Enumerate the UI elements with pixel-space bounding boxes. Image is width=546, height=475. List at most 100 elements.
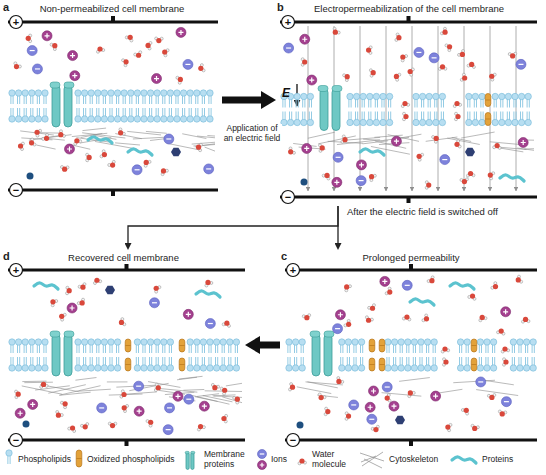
charge-mark	[186, 312, 191, 317]
lipid-tail	[31, 345, 33, 354]
lipid-head	[147, 116, 153, 122]
anion	[184, 394, 194, 404]
panel-illustration	[285, 264, 537, 447]
anion	[402, 280, 412, 290]
lipid-head	[294, 93, 300, 99]
lipid-tail	[479, 357, 481, 366]
oxygen	[344, 284, 349, 289]
lipid-tail	[479, 345, 481, 354]
lipid-tail	[394, 357, 396, 366]
lipid-head	[154, 116, 160, 122]
legend-label: Proteins	[482, 455, 513, 465]
cytoskeleton-fiber	[453, 380, 495, 382]
lipid-tail	[433, 357, 435, 366]
charge-mark	[185, 64, 190, 65]
lipid-tail	[77, 345, 79, 354]
lipid-head	[161, 90, 167, 96]
lipid-tail	[514, 112, 516, 121]
membrane-protein-cap	[324, 331, 334, 337]
cation	[173, 391, 183, 401]
electrode-tab	[407, 16, 411, 22]
oxygen	[235, 397, 240, 402]
lipid-tail	[415, 99, 417, 108]
oxidized-lipid	[125, 339, 131, 352]
anion	[333, 152, 343, 162]
oxygen	[404, 314, 409, 319]
oxygen	[442, 30, 447, 35]
lipid-head	[42, 116, 48, 122]
lipid-tail	[123, 96, 125, 105]
legend-label: Ions	[271, 455, 287, 465]
lipid-head	[439, 93, 445, 99]
lipid-head	[499, 119, 505, 125]
oxygen	[288, 149, 293, 154]
charge-mark	[137, 409, 142, 414]
lipid-tail	[103, 345, 105, 354]
lipid-tail	[283, 99, 285, 108]
charge-mark	[135, 169, 140, 170]
lipid-head	[42, 90, 48, 96]
lipid-head	[95, 90, 101, 96]
lipid-head	[484, 339, 490, 345]
anion	[165, 403, 175, 413]
lipid-head	[108, 116, 114, 122]
lipid-head	[22, 365, 28, 371]
lipid-head	[220, 365, 226, 371]
lipid-tail	[150, 108, 152, 117]
oxygen	[366, 47, 371, 52]
oxygen	[464, 408, 469, 413]
lipid-tail	[532, 357, 534, 366]
lipid-head	[233, 365, 239, 371]
lipid-tail	[202, 345, 204, 354]
cytoskeleton-fiber	[485, 380, 514, 384]
lipid-tail	[420, 357, 422, 366]
lipid-head	[398, 339, 404, 345]
lipid-tail	[189, 96, 191, 105]
lipid-tail	[400, 345, 402, 354]
lipid-head	[167, 365, 173, 371]
lipid-head	[418, 339, 424, 345]
lipid-head	[360, 93, 366, 99]
lipid-tail	[90, 96, 92, 105]
lipid-tail	[369, 112, 371, 121]
lipid-tail	[347, 345, 349, 354]
oxygen	[154, 286, 159, 291]
lipid-head	[207, 365, 213, 371]
lipid-head	[128, 90, 134, 96]
oxygen	[221, 416, 226, 421]
lipid-head	[88, 339, 94, 345]
anion	[183, 59, 193, 69]
lipid-head	[518, 93, 524, 99]
lipid-head	[307, 119, 313, 125]
small-molecule	[465, 148, 475, 157]
oxygen	[426, 182, 431, 187]
lipid-head	[174, 116, 180, 122]
cytoskeleton-fiber	[192, 142, 215, 144]
oxygen	[156, 385, 161, 390]
lipid-tail	[428, 99, 430, 108]
lipid-head	[101, 90, 107, 96]
lipid-tail	[209, 357, 211, 366]
oxygen	[29, 140, 34, 145]
lipid-head	[161, 339, 167, 345]
charge-mark	[206, 168, 211, 169]
small-molecule	[171, 148, 181, 157]
cation	[300, 34, 310, 44]
lipid-head	[167, 116, 173, 122]
electrode-tab	[111, 16, 115, 22]
lipid-head	[339, 339, 345, 345]
oxygen	[371, 70, 376, 75]
lipid-tail	[296, 99, 298, 108]
oxygen	[102, 152, 107, 157]
lipid-head	[180, 90, 186, 96]
cation	[176, 27, 186, 37]
oxygen	[447, 44, 452, 49]
lipid-head	[347, 93, 353, 99]
lipid-head	[101, 365, 107, 371]
lipid-tail	[136, 96, 138, 105]
membrane-protein-cap	[64, 331, 74, 337]
charge-mark	[359, 162, 364, 167]
cation	[302, 143, 312, 153]
lipid-head	[147, 90, 153, 96]
lipid-head	[457, 365, 463, 371]
